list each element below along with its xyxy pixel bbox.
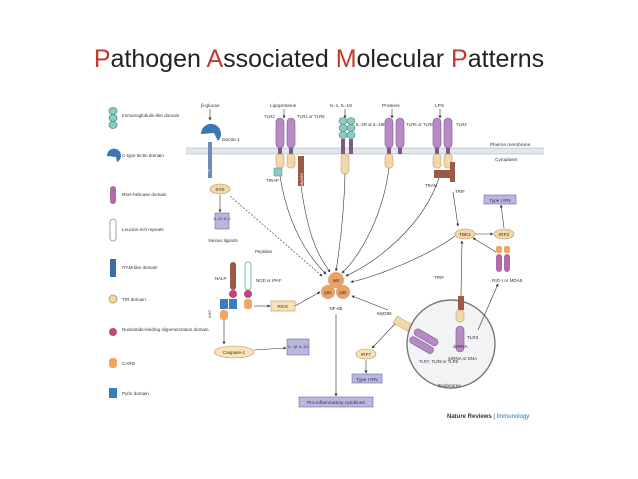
tlr5-label: TLR5 or TLR8 — [406, 122, 434, 127]
rna-helicase-icon — [110, 186, 116, 204]
proteins-label: Proteins — [382, 103, 400, 109]
tlr2-label: TLR2 — [264, 114, 275, 119]
legend-label: RNA-helicase domain — [122, 192, 167, 197]
il1b-label: IL-1β IL-18 — [288, 344, 308, 349]
title-word-2: Associated — [206, 45, 336, 73]
tram-label: TRAM — [425, 183, 438, 188]
immunoglobulin-icon — [108, 107, 118, 129]
asc-adaptor — [220, 299, 228, 320]
dectin-label: Dectin-1 — [222, 137, 240, 143]
dectin-1-receptor: Y — [200, 123, 221, 178]
rick-label: RICK — [278, 304, 290, 309]
ctype-lectin-icon — [106, 148, 121, 162]
proinflammatory-box — [298, 396, 374, 408]
rig-i-receptor — [496, 246, 510, 272]
endosome-label: Endosome — [438, 383, 461, 389]
tlr2-tlr1-receptor — [273, 117, 304, 186]
tir-icon — [108, 294, 118, 304]
irf7-node — [355, 348, 377, 360]
tlr3-receptor — [455, 296, 465, 353]
credit-section: Immunology — [496, 414, 530, 420]
nod-receptor — [244, 261, 252, 309]
figure-credit: Nature Reviews | Immunology — [447, 414, 529, 420]
title-word-3: Molecular — [335, 45, 452, 73]
asc-label: ASC — [207, 310, 212, 318]
tlr7-label: TLR7, TLR8 or TLR9 — [419, 359, 459, 364]
slide-title: Pathogen Associated Molecular Patterns — [0, 45, 638, 74]
type1-ifn-bottom-box — [351, 373, 383, 384]
myd88-label: MyD88 — [377, 311, 392, 316]
nod-label: NOD or IPAF — [256, 278, 282, 283]
type1-ifn-bottom-label: Type I IFN — [356, 377, 377, 382]
il10-box — [214, 212, 230, 230]
title-word-1: Pathogen — [93, 45, 207, 73]
tlr5-receptor — [384, 117, 405, 169]
pyrin-icon — [109, 388, 117, 398]
p65-label: p65 — [340, 290, 348, 295]
il1r-label: IL-1R or IL-18R — [356, 122, 386, 127]
credit-separator: | — [491, 414, 497, 420]
trif-label: TRIF — [434, 275, 444, 280]
svg-text:Y: Y — [208, 168, 211, 173]
legend-icons — [106, 107, 121, 398]
various-ligands-label: Various ligands — [208, 238, 238, 243]
rig-label: RIG-I or MDA5 — [492, 278, 523, 283]
ssrna-label: ssRNA or DNA — [448, 356, 477, 361]
itam-icon — [110, 259, 116, 277]
pamp-diagram: Immunoglobulin-like domain C-type lectin… — [98, 96, 546, 429]
legend-label: TIR domain — [122, 297, 146, 302]
legend-label: Nucleotide-binding oligomerization domai… — [122, 327, 209, 332]
type1-ifn-top-box — [483, 194, 517, 205]
il1r-receptor — [338, 117, 356, 175]
title-word-4: Patterns — [451, 45, 545, 73]
caspase-label: Caspase-1 — [223, 350, 246, 355]
plasma-membrane — [186, 147, 544, 155]
beta-glucan-label: β-glucan — [201, 103, 220, 109]
p50-label: p50 — [325, 290, 333, 295]
nfkb-label: NF-κB — [329, 306, 342, 311]
syk-node — [209, 183, 231, 195]
il1b-box — [286, 338, 310, 356]
nfkb-complex — [321, 272, 350, 299]
tirap-label: TIRAP — [266, 178, 279, 183]
lipoproteins-label: Lipoproteins — [270, 103, 297, 109]
caspase-node — [213, 345, 255, 359]
legend-label: Pyrin domain — [122, 391, 149, 396]
legend-label: Immunoglobulin-like domain — [122, 113, 180, 118]
type1-ifn-top-label: Type I IFN — [489, 198, 510, 203]
tlr3-label: TLR3 — [467, 335, 479, 340]
legend-label: CARD — [122, 361, 136, 366]
trif-top-label: TRIF — [455, 189, 465, 194]
proinflammatory-label: Pro-inflammatory cytokines — [307, 400, 365, 406]
card-icon — [109, 358, 117, 368]
lps-label: LPS — [435, 103, 444, 109]
legend-labels: Immunoglobulin-like domain C-type lectin… — [122, 113, 209, 396]
legend-label: C-type lectin domain — [122, 153, 164, 158]
nod-icon — [109, 328, 117, 336]
myd88-vertical-label: MyD88 — [299, 173, 304, 186]
credit-journal: Nature Reviews — [447, 414, 492, 420]
nalp-receptor — [229, 262, 237, 309]
tlr4-label: TLR4 — [456, 122, 467, 127]
ikb-label: IκB — [333, 278, 340, 283]
peptides-label: Peptides — [255, 249, 273, 254]
nalp-label: NALP — [215, 276, 227, 281]
irf7-label: IRF7 — [361, 352, 371, 357]
irf3-node — [493, 228, 515, 240]
plasma-membrane-label: Plasma membrane — [490, 142, 531, 148]
tlr4-receptor — [432, 117, 455, 182]
tlr1-label: TLR1 or TLR6 — [297, 114, 325, 119]
tlr7-receptor — [409, 328, 439, 354]
dsrna-label: dsRNA — [453, 344, 468, 349]
cytoplasm-label: Cytoplasm — [495, 157, 518, 163]
syk-label: SYK — [215, 187, 225, 192]
leucine-rich-icon — [109, 218, 117, 242]
endosome — [406, 299, 496, 389]
il10-label: IL-10 IL-2 — [213, 216, 231, 221]
legend-label: Leucine-rich repeats — [122, 227, 164, 232]
il1-ligand-label: IL-1, IL-18 — [330, 103, 352, 109]
irf3-label: IRF3 — [499, 232, 509, 237]
legend-label: ITAM-like domain — [122, 265, 158, 270]
tbk1-label: TBK1 — [459, 232, 471, 237]
